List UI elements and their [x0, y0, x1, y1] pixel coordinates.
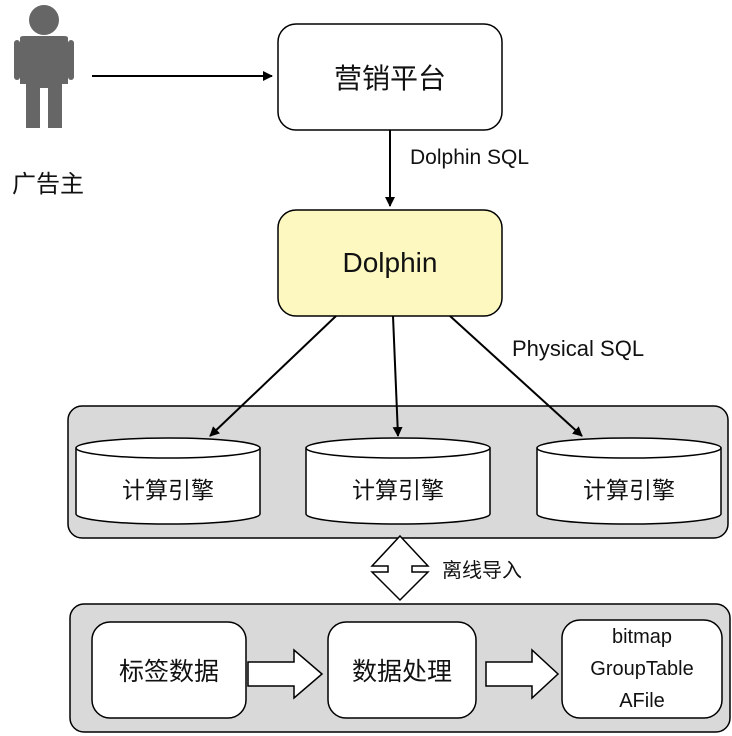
data-processing-label: 数据处理 — [351, 657, 452, 686]
dolphin-box — [277, 209, 503, 317]
compute-engine-label-2: 计算引擎 — [352, 478, 444, 504]
compute-engine-cylinder-1 — [75, 437, 261, 525]
advertiser-label: 广告主 — [12, 170, 84, 198]
output-storage-labels: bitmap GroupTable AFile — [562, 620, 722, 718]
output-line-grouptable: GroupTable — [590, 658, 694, 680]
offline-import-label: 离线导入 — [442, 558, 522, 582]
block-arrow-processing-to-output — [485, 648, 560, 700]
offline-import-double-arrow — [370, 534, 430, 602]
marketing-platform-label: 营销平台 — [333, 62, 446, 95]
compute-engine-cylinder-2 — [305, 437, 491, 525]
block-arrow-tag-to-processing — [247, 648, 324, 700]
tag-data-label: 标签数据 — [118, 657, 219, 686]
compute-engine-label-3: 计算引擎 — [583, 478, 675, 504]
physical-sql-edge-label: Physical SQL — [512, 336, 645, 361]
advertiser-person-icon — [14, 5, 74, 128]
data-processing-box — [327, 621, 477, 719]
compute-engine-cylinder-3 — [536, 437, 722, 525]
dolphin-label: Dolphin — [342, 247, 438, 278]
output-storage-box — [561, 619, 723, 719]
compute-engine-label-1: 计算引擎 — [122, 478, 214, 504]
output-line-afile: AFile — [619, 690, 665, 712]
arrow-dolphin-to-engine-1 — [209, 315, 337, 437]
arrow-dolphin-to-engine-2 — [392, 315, 403, 437]
arrow-dolphin-to-engine-3 — [449, 315, 583, 437]
output-line-bitmap: bitmap — [611, 626, 673, 648]
tag-data-box — [91, 621, 247, 719]
dolphin-sql-edge-label: Dolphin SQL — [410, 146, 530, 169]
